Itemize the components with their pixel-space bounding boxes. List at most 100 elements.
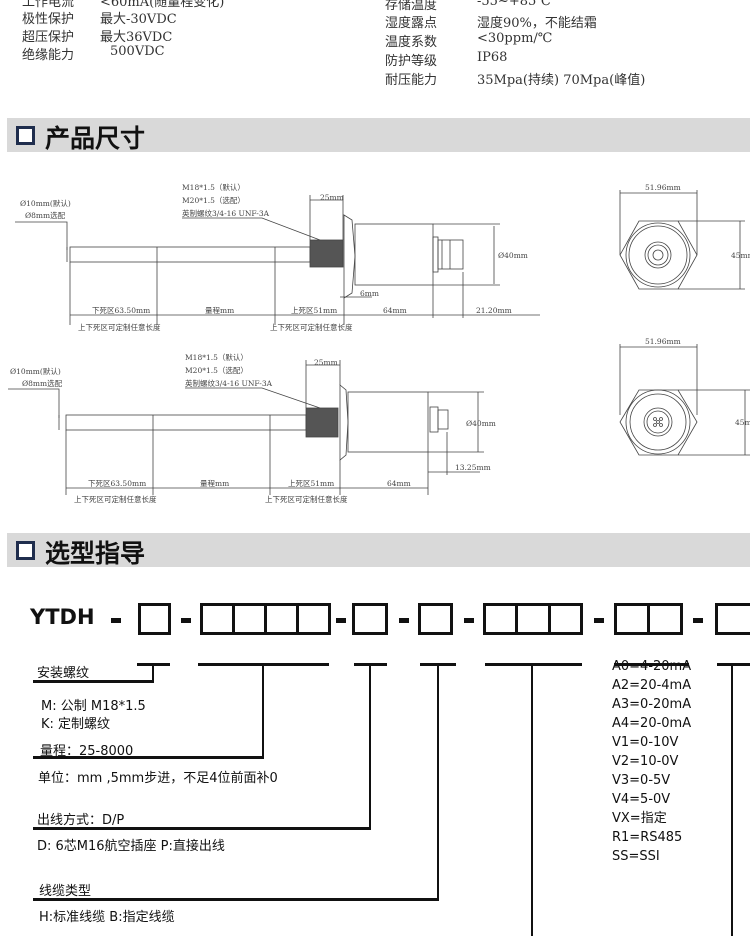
output-option: VX=指定	[612, 811, 667, 826]
leader-line	[33, 756, 264, 759]
leader-line	[262, 665, 264, 758]
dash	[464, 618, 474, 623]
dash	[336, 618, 346, 623]
dim-text: M20*1.5（选配）	[182, 195, 245, 205]
dim-text: 25mm	[320, 193, 344, 202]
checkbox-square-icon	[16, 541, 35, 560]
dim-note: 上下死区可定制任意长度	[74, 494, 157, 504]
dim-text: M18*1.5（默认）	[185, 352, 248, 362]
dim-text: 45mm	[731, 251, 750, 260]
spec-value: IP68	[477, 50, 508, 65]
section-header-selection: 选型指导	[7, 533, 750, 568]
spec-value: <30ppm/℃	[477, 31, 553, 46]
dim-text: Ø40mm	[466, 419, 496, 428]
dim-text: 量程mm	[205, 306, 234, 315]
output-option: V2=10-0V	[612, 754, 679, 769]
dash	[181, 618, 191, 623]
code-box-cable-length	[483, 603, 583, 635]
underline	[485, 663, 582, 666]
outlet-title: 出线方式：D/P	[37, 813, 125, 828]
output-option: V1=0-10V	[612, 735, 679, 750]
spec-value: 最大36VDC	[100, 30, 173, 45]
dim-note: 上下死区可定制任意长度	[270, 322, 353, 332]
housing	[354, 223, 434, 286]
dimension-drawings: Ø10mm(默认) Ø8mm选配 M18*1.5（默认） M20*1.5（选配）…	[8, 182, 750, 504]
dim-text: 英制螺纹3/4-16 UNF-3A	[182, 208, 270, 218]
output-option: V4=5-0V	[612, 792, 671, 807]
underline	[717, 663, 750, 666]
dim-text: 25mm	[314, 358, 338, 367]
section-title: 产品尺寸	[45, 124, 146, 153]
underline	[614, 663, 689, 666]
underline	[137, 663, 170, 666]
output-option: A0=4-20mA	[612, 659, 692, 674]
cable-desc: H:标准线缆 B:指定线缆	[39, 910, 175, 925]
dash	[399, 618, 409, 623]
dim-text: 64mm	[387, 479, 411, 488]
checkbox-square-icon	[16, 126, 35, 145]
end-view-hex	[619, 220, 698, 290]
dim-text: 13.25mm	[455, 463, 491, 472]
dim-text: 64mm	[383, 306, 407, 315]
spec-value: 最大-30VDC	[100, 12, 177, 27]
dim-text: Ø10mm(默认)	[20, 198, 71, 208]
underline	[354, 663, 387, 666]
dash	[111, 618, 121, 623]
dim-text: 上死区51mm	[288, 479, 334, 488]
dash	[693, 618, 703, 623]
spec-value: 湿度90%，不能结霜	[477, 16, 597, 31]
code-box-outlet	[352, 603, 388, 635]
output-option: A3=0-20mA	[612, 697, 692, 712]
mount-option-m: M: 公制 M18*1.5	[41, 699, 146, 714]
spec-label: 存储温度	[385, 0, 438, 13]
spec-label: 湿度露点	[385, 16, 438, 31]
dim-text: M18*1.5（默认）	[182, 182, 245, 192]
connector	[429, 406, 439, 433]
mount-option-k: K: 定制螺纹	[41, 717, 111, 732]
leader-line	[531, 665, 533, 936]
code-box-range	[200, 603, 331, 635]
dim-text: 51.96mm	[645, 337, 681, 346]
spec-value: 35Mpa(持续) 70Mpa(峰值)	[477, 73, 646, 88]
dim-text: Ø10mm(默认)	[10, 366, 61, 376]
hex-nut	[343, 214, 356, 299]
output-option: A4=20-0mA	[612, 716, 692, 731]
dim-text: 45mm	[735, 418, 750, 427]
spec-label: 耐压能力	[385, 73, 438, 88]
dim-text: 21.20mm	[476, 306, 512, 315]
dim-text: 量程mm	[200, 479, 229, 488]
dim-text: M20*1.5（选配）	[185, 365, 248, 375]
dash	[594, 618, 604, 623]
spec-label: 温度系数	[385, 35, 438, 50]
dim-text: Ø8mm选配	[22, 378, 63, 388]
spec-label: 防护等级	[385, 54, 438, 69]
dim-text: 英制螺纹3/4-16 UNF-3A	[185, 378, 273, 388]
probe-rod	[69, 246, 311, 263]
cable-gland	[437, 239, 464, 270]
spec-value: 500VDC	[110, 44, 165, 59]
dim-text: 上死区51mm	[291, 306, 337, 315]
output-options: A0=4-20mA A2=20-4mA A3=0-20mA A4=20-0mA …	[612, 657, 691, 866]
spec-value: -55~+85℃	[477, 0, 551, 9]
side-view-aviation-connector	[8, 344, 750, 495]
output-option: SS=SSI	[612, 849, 660, 864]
underline	[420, 663, 456, 666]
section-header-dimensions: 产品尺寸	[7, 118, 750, 153]
spec-value: <60mA(随量程变化)	[100, 0, 225, 10]
code-box-mount	[138, 603, 171, 635]
leader-line	[33, 827, 371, 830]
leader-line	[152, 665, 154, 681]
spec-label: 极性保护	[22, 12, 75, 27]
mount-title: 安装螺纹	[37, 666, 90, 681]
code-box-output	[614, 603, 683, 635]
model-prefix: YTDH	[30, 605, 95, 629]
dim-note: 上下死区可定制任意长度	[78, 322, 161, 332]
output-option: R1=RS485	[612, 830, 683, 845]
code-box-last	[715, 603, 750, 635]
dim-text: 6mm	[360, 289, 379, 298]
unit-note: 单位：mm ,5mm步进，不足4位前面补0	[38, 771, 278, 786]
side-view-cable-gland	[15, 190, 745, 325]
section-title: 选型指导	[45, 539, 146, 568]
cable-title: 线缆类型	[39, 884, 92, 899]
output-option: V3=0-5V	[612, 773, 671, 788]
